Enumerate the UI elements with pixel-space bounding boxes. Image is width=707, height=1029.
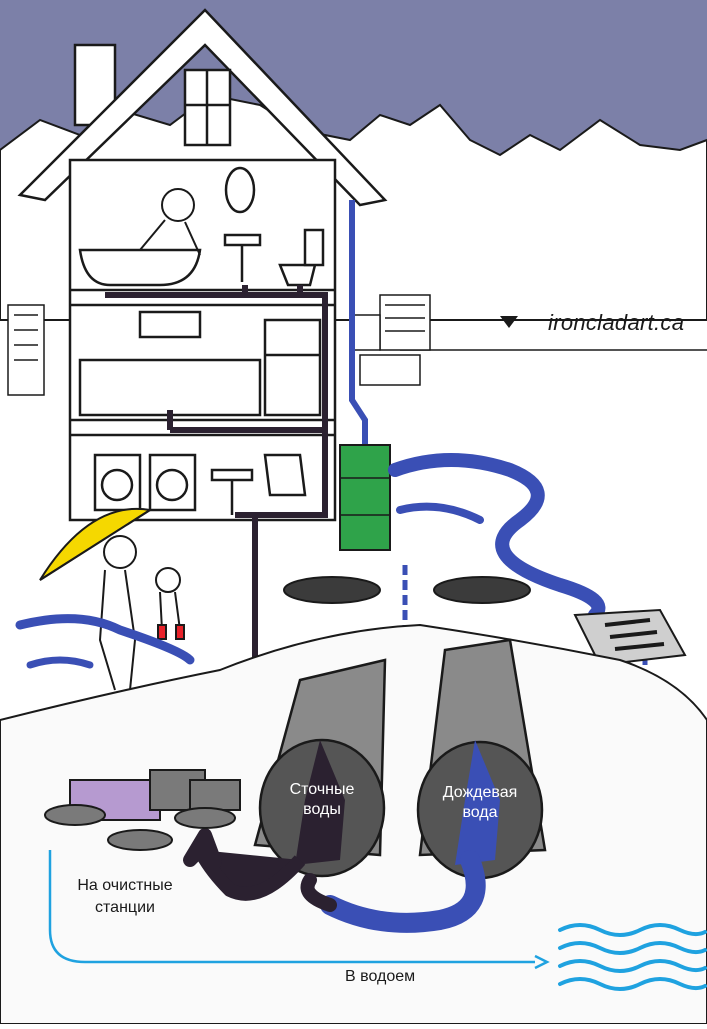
storm-grate (573, 608, 687, 667)
to-waterbody-arrow (48, 850, 535, 964)
person-bathing (139, 188, 201, 256)
rain-barrel (339, 444, 391, 551)
sewage-outflow (183, 828, 306, 901)
runoff-stream (388, 453, 606, 622)
sewer-manhole (283, 576, 381, 604)
sewage-pipes (105, 285, 328, 708)
treatment-label: На очистные станции (77, 877, 173, 916)
rain-label: Дождевая вода (442, 784, 518, 821)
person-with-umbrella (39, 507, 185, 691)
downspout (349, 200, 368, 445)
credit-text: ironcladart.ca (548, 310, 685, 335)
house (17, 8, 388, 522)
storm-manhole (433, 576, 531, 604)
treatment-plant (44, 769, 241, 851)
sewage-pipe (253, 658, 387, 878)
triangle-marker-icon (500, 316, 518, 328)
city-buildings-left (7, 304, 45, 396)
waterbody-label: В водоем (345, 968, 416, 985)
waterbody-waves (558, 923, 707, 991)
city-buildings-right (351, 294, 431, 386)
rain-outflow (320, 850, 486, 933)
sewage-label: Сточные воды (289, 781, 355, 818)
